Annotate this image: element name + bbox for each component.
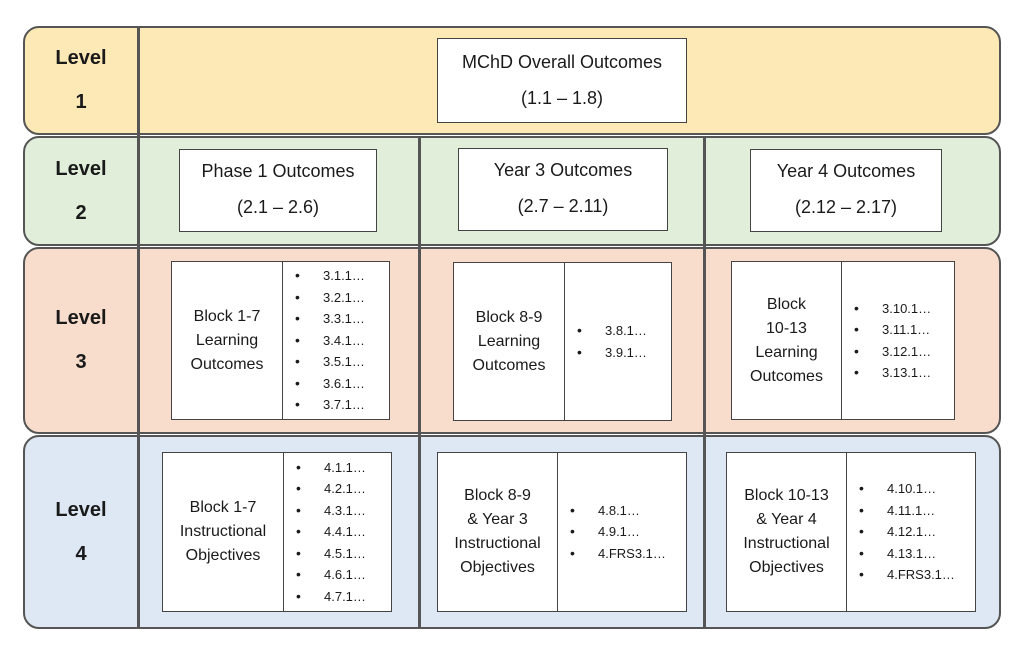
label-line: Objectives [185,547,261,564]
level-3-label: Level 3 [25,296,137,384]
label-line: Block 8-9 [464,487,531,504]
list-item: 4.1.1… [296,457,366,479]
block-1-7-instructional-objectives: Block 1-7 Instructional Objectives 4.1.1… [162,452,392,612]
block-label: Block 1-7 Learning Outcomes [172,262,283,419]
level-word: Level [55,47,107,69]
list-item: 4.4.1… [296,521,366,543]
list-item: 4.8.1… [570,500,666,522]
label-line: Instructional [179,523,267,540]
list-item: 3.2.1… [295,287,365,309]
list-item: 3.4.1… [295,330,365,352]
label-line: Outcomes [472,356,546,374]
objective-list: 4.8.1… 4.9.1… 4.FRS3.1… [570,500,666,565]
outcome-list: 3.10.1… 3.11.1… 3.12.1… 3.13.1… [854,298,931,384]
box-range: (2.1 – 2.6) [236,197,320,217]
box-title: MChD Overall Outcomes [461,52,663,72]
label-line: Learning [755,343,818,361]
label-line: Block 10-13 [744,487,829,504]
label-line: Instructional [743,535,830,552]
list-item: 4.2.1… [296,478,366,500]
block-label: Block 1-7 Instructional Objectives [163,453,284,611]
outcome-list: 3.8.1… 3.9.1… [577,320,647,363]
label-line: Block 1-7 [193,307,261,325]
list-item: 4.FRS3.1… [859,564,955,586]
label-line: Learning [477,332,541,350]
list-item: 4.6.1… [296,564,366,586]
list-item: 3.9.1… [577,342,647,364]
year-4-outcomes-box: Year 4 Outcomes (2.12 – 2.17) [750,149,942,232]
block-10-13-learning-outcomes: Block 10-13 Learning Outcomes 3.10.1… 3.… [731,261,955,420]
label-line: Instructional [454,535,541,552]
level-word: Level [55,499,107,521]
list-item: 3.7.1… [295,394,365,416]
phase-1-outcomes-box: Phase 1 Outcomes (2.1 – 2.6) [179,149,377,232]
label-line: 10-13 [766,319,807,337]
list-item: 3.6.1… [295,373,365,395]
list-item: 3.5.1… [295,351,365,373]
block-8-9-learning-outcomes: Block 8-9 Learning Outcomes 3.8.1… 3.9.1… [453,262,672,421]
list-item: 4.5.1… [296,543,366,565]
block-1-7-learning-outcomes: Block 1-7 Learning Outcomes 3.1.1… 3.2.1… [171,261,390,420]
box-title: Year 4 Outcomes [776,161,916,181]
label-line: Objectives [749,559,824,576]
level-1-label: Level 1 [25,36,137,124]
column-divider-2 [703,136,706,629]
list-item: 4.FRS3.1… [570,543,666,565]
level-number: 2 [75,202,87,224]
label-line: Objectives [460,559,535,576]
overall-outcomes-box: MChD Overall Outcomes (1.1 – 1.8) [437,38,687,123]
list-item: 4.3.1… [296,500,366,522]
list-item: 3.10.1… [854,298,931,320]
level-number: 1 [75,91,87,113]
year-3-outcomes-box: Year 3 Outcomes (2.7 – 2.11) [458,148,668,231]
level-label-divider [137,26,140,629]
block-label: Block 10-13 Learning Outcomes [732,262,842,419]
list-item: 4.9.1… [570,521,666,543]
box-title: Phase 1 Outcomes [201,161,355,181]
level-number: 3 [75,351,87,373]
objective-list: 4.10.1… 4.11.1… 4.12.1… 4.13.1… 4.FRS3.1… [859,478,955,586]
list-item: 4.7.1… [296,586,366,608]
level-number: 4 [75,543,87,565]
list-item: 3.8.1… [577,320,647,342]
block-label: Block 8-9 Learning Outcomes [454,263,565,420]
column-divider-1 [418,136,421,629]
label-line: Outcomes [750,367,823,385]
list-item: 4.10.1… [859,478,955,500]
list-item: 3.12.1… [854,341,931,363]
label-line: & Year 3 [467,511,528,528]
list-item: 3.11.1… [854,319,931,341]
level-word: Level [55,307,107,329]
box-range: (2.7 – 2.11) [517,196,609,216]
outcome-list: 3.1.1… 3.2.1… 3.3.1… 3.4.1… 3.5.1… 3.6.1… [295,265,365,416]
list-item: 4.11.1… [859,500,955,522]
label-line: Block [766,295,807,313]
block-label: Block 10-13 & Year 4 Instructional Objec… [727,453,847,611]
label-line: Learning [195,331,259,349]
list-item: 4.12.1… [859,521,955,543]
level-4-label: Level 4 [25,488,137,576]
label-line: & Year 4 [756,511,817,528]
objective-list: 4.1.1… 4.2.1… 4.3.1… 4.4.1… 4.5.1… 4.6.1… [296,457,366,608]
level-2-label: Level 2 [25,147,137,235]
level-word: Level [55,158,107,180]
label-line: Outcomes [190,355,264,373]
box-range: (1.1 – 1.8) [520,88,604,108]
block-10-13-year-4-instructional-objectives: Block 10-13 & Year 4 Instructional Objec… [726,452,976,612]
box-title: Year 3 Outcomes [493,160,633,180]
box-range: (2.12 – 2.17) [794,197,898,217]
list-item: 3.13.1… [854,362,931,384]
label-line: Block 1-7 [189,499,257,516]
block-8-9-year-3-instructional-objectives: Block 8-9 & Year 3 Instructional Objecti… [437,452,687,612]
list-item: 3.1.1… [295,265,365,287]
block-label: Block 8-9 & Year 3 Instructional Objecti… [438,453,558,611]
list-item: 4.13.1… [859,543,955,565]
label-line: Block 8-9 [475,308,543,326]
list-item: 3.3.1… [295,308,365,330]
